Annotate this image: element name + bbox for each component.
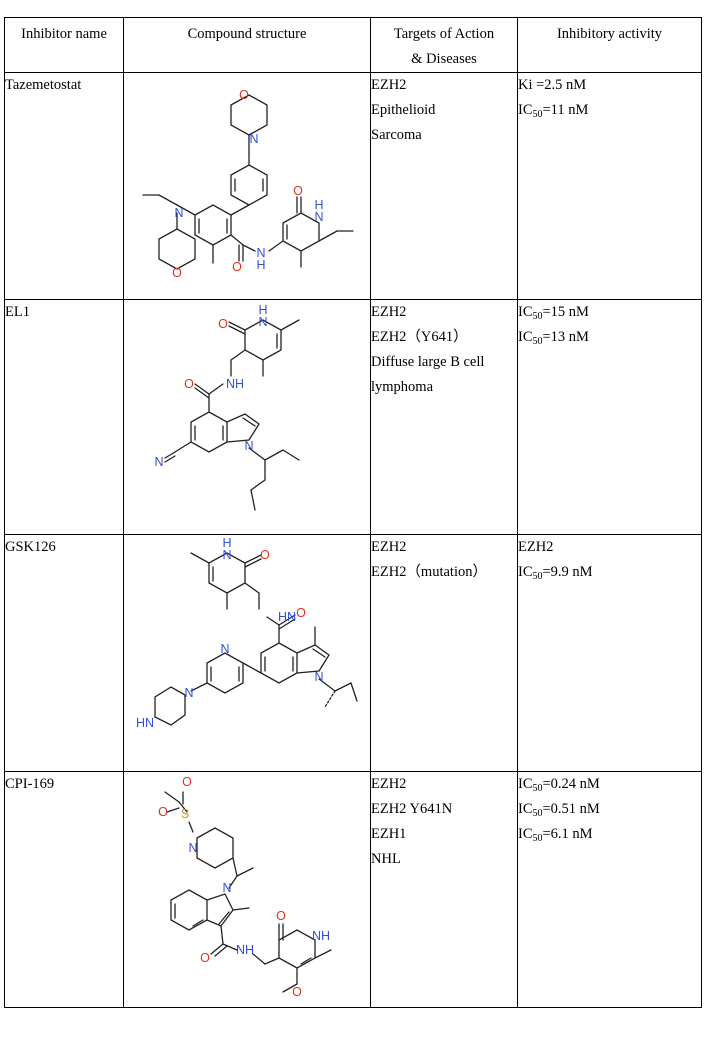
- activity-cell: EZH2 IC50=9.9 nM: [517, 534, 702, 772]
- header-inhibitor-name: Inhibitor name: [4, 17, 124, 73]
- svg-text:NH: NH: [235, 943, 253, 957]
- svg-text:O: O: [218, 317, 228, 331]
- compound-structure: O N N O O N H O H N: [123, 72, 371, 300]
- svg-text:S: S: [180, 807, 188, 821]
- svg-text:O: O: [296, 606, 306, 620]
- svg-text:H: H: [256, 258, 265, 272]
- structure-drawing-cpi169: O O S N N O NH O NH O: [158, 775, 332, 999]
- targets-cell: EZH2 EZH2（mutation）: [370, 534, 518, 772]
- svg-text:N: N: [184, 686, 193, 700]
- svg-text:N: N: [256, 246, 265, 260]
- svg-text:N: N: [174, 206, 183, 220]
- svg-text:H: H: [222, 536, 231, 550]
- svg-text:N: N: [222, 548, 231, 562]
- svg-text:N: N: [222, 881, 231, 895]
- svg-text:O: O: [172, 266, 182, 280]
- svg-text:N: N: [220, 642, 229, 656]
- svg-text:O: O: [182, 775, 192, 789]
- activity-cell: Ki =2.5 nM IC50=11 nM: [517, 72, 702, 300]
- structure-drawing-el1: O H N NH O N N: [154, 303, 300, 511]
- svg-text:H: H: [258, 303, 267, 317]
- targets-cell: EZH2 Epithelioid Sarcoma: [370, 72, 518, 300]
- header-inhibitory-activity: Inhibitory activity: [517, 17, 702, 73]
- inhibitor-name: CPI-169: [4, 771, 124, 1008]
- svg-text:N: N: [154, 455, 163, 469]
- compound-structure: O O S N N O NH O NH O: [123, 771, 371, 1008]
- svg-text:HN: HN: [135, 716, 153, 730]
- inhibitor-name: Tazemetostat: [4, 72, 124, 300]
- inhibitor-name: GSK126: [4, 534, 124, 772]
- activity-cell: IC50=0.24 nM IC50=0.51 nM IC50=6.1 nM: [517, 771, 702, 1008]
- compound-structure: O H N NH O N N: [123, 299, 371, 535]
- inhibitor-table: Inhibitor name Compound structure Target…: [4, 17, 702, 1008]
- svg-text:O: O: [292, 985, 302, 999]
- structure-drawing-tazemetostat: O N N O O N H O H N: [141, 88, 354, 280]
- svg-text:HN: HN: [277, 610, 295, 624]
- targets-cell: EZH2 EZH2 Y641N EZH1 NHL: [370, 771, 518, 1008]
- table-row: CPI-169: [4, 771, 702, 1008]
- svg-text:N: N: [188, 841, 197, 855]
- svg-text:O: O: [200, 951, 210, 965]
- svg-text:O: O: [232, 260, 242, 274]
- svg-text:NH: NH: [311, 929, 329, 943]
- table-row: EL1: [4, 299, 702, 535]
- svg-text:N: N: [244, 439, 253, 453]
- svg-text:O: O: [260, 548, 270, 562]
- svg-text:NH: NH: [225, 377, 243, 391]
- compound-structure: HN O O H N N N N HN: [123, 534, 371, 772]
- header-row: Inhibitor name Compound structure Target…: [4, 17, 702, 73]
- svg-text:O: O: [293, 184, 303, 198]
- svg-text:H: H: [314, 198, 323, 212]
- inhibitor-name: EL1: [4, 299, 124, 535]
- targets-cell: EZH2 EZH2（Y641） Diffuse large B cell lym…: [370, 299, 518, 535]
- svg-text:O: O: [276, 909, 286, 923]
- svg-text:O: O: [239, 88, 249, 102]
- svg-text:N: N: [249, 132, 258, 146]
- activity-cell: IC50=15 nM IC50=13 nM: [517, 299, 702, 535]
- svg-text:O: O: [158, 805, 168, 819]
- svg-text:N: N: [314, 670, 323, 684]
- svg-text:N: N: [314, 210, 323, 224]
- structure-drawing-gsk126: HN O O H N N N N HN: [135, 536, 358, 730]
- table-row: Tazemetostat: [4, 72, 702, 300]
- svg-text:N: N: [258, 315, 267, 329]
- header-targets: Targets of Action& Diseases: [370, 17, 518, 73]
- header-compound-structure: Compound structure: [123, 17, 371, 73]
- table-row: GSK126: [4, 534, 702, 772]
- svg-text:O: O: [184, 377, 194, 391]
